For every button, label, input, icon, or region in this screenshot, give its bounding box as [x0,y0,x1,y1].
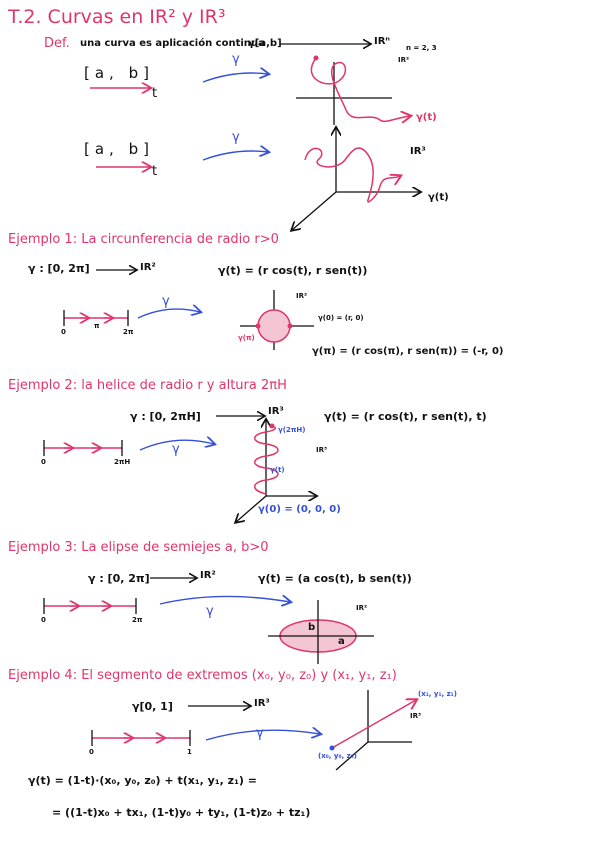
ej3-gamma: γ [206,604,214,619]
ej1-tick-2pi: 2π [123,328,134,336]
ej4-space: IR³ [410,712,422,720]
ej2-map: γ : [0, 2πH] [130,410,201,423]
ej1-heading: Ejemplo 1: La circunferencia de radio r>… [8,232,279,247]
ej3-axis-b: b [308,622,316,633]
def-gamma-1: γ [232,52,240,67]
ej2-formula: γ(t) = (r cos(t), r sen(t), t) [324,410,487,423]
def-y-axis-3d [292,191,337,230]
def-curve-label-1: γ(t) [416,112,437,123]
def-curve-label-2: γ(t) [428,192,449,203]
ej4-end-label: (x₁, y₁, z₁) [418,690,457,698]
ej4-map: γ[0, 1] [132,700,173,713]
ej2-origin-label: γ(0) = (0, 0, 0) [258,504,341,515]
ej4-target: IR³ [254,698,270,709]
page-title: T.2. Curvas en IR² y IR³ [8,6,226,28]
ej2-target: IR³ [268,406,284,417]
ej1-formula-pi: γ(π) = (r cos(π), r sen(π)) = (-r, 0) [312,346,504,357]
def-curve-start-dot [313,55,319,61]
ej1-formula: γ(t) = (r cos(t), r sen(t)) [218,264,368,277]
ej1-point-0: γ(0) = (r, 0) [318,314,364,322]
def-diagram-3d [96,128,420,230]
ej4-tick-0: 0 [89,748,94,756]
ej4-gamma: γ [256,726,264,741]
ej3-formula: γ(t) = (a cos(t), b sen(t)) [258,572,412,585]
def-curve-2d [310,57,410,121]
ej2-gamma-arrow [139,440,214,451]
ej1-gamma: γ [162,294,170,309]
ej1-point-pi: γ(π) [238,334,255,342]
ej4-diagram [91,690,416,771]
ej4-y-axis [335,741,369,771]
ej1-tick-0: 0 [61,328,66,336]
ej2-y-axis [236,495,267,522]
def-param-2: t [152,164,158,179]
ej3-tick-end: 2π [132,616,143,624]
def-param-1: t [152,86,158,101]
ej4-tick-1: 1 [187,748,192,756]
ej1-target: IR² [140,262,156,273]
ej3-heading: Ejemplo 3: La elipse de semiejes a, b>0 [8,540,269,555]
def-gamma-arrow-1 [202,73,268,83]
ej1-circle [257,309,291,343]
ej3-plane: IR² [356,604,368,612]
def-n-values: n = 2, 3 [406,44,437,52]
ej2-heading: Ejemplo 2: la helice de radio r y altura… [8,378,287,393]
ej3-target: IR² [200,570,216,581]
ej4-formula: γ(t) = (1-t)·(x₀, y₀, z₀) + t(x₁, y₁, z₁… [28,774,257,787]
def-interval-2: [a, b] [84,140,154,158]
def-sub-r2: IR² [398,56,410,64]
def-curve-3d [304,147,400,203]
def-gamma-arrow-2 [202,151,268,161]
ej2-top-label: γ(2πH) [278,426,306,434]
ej1-diagram [63,270,314,350]
ej1-gamma-arrow [137,309,200,319]
ej4-heading: Ejemplo 4: El segmento de extremos (x₀, … [8,668,397,683]
def-target: IRⁿ [374,36,390,47]
def-text: una curva es aplicación continua [80,38,265,49]
ej2-mid-label: γ(t) [270,466,285,474]
def-gamma-2: γ [232,130,240,145]
ej2-diagram [43,416,316,522]
ej4-gamma-arrow [205,730,320,741]
ej3-gamma-arrow [159,596,290,604]
ej3-diagram [43,578,374,664]
ej4-segment [331,700,416,749]
ej2-space: IR³ [316,446,328,454]
ej1-map: γ : [0, 2π] [28,262,90,275]
ej2-tick-0: 0 [41,458,46,466]
ej1-plane: IR² [296,292,308,300]
def-map: γ[a,b] [248,38,282,49]
def-diagram-2d [90,44,410,125]
ej3-tick-0: 0 [41,616,46,624]
ej3-axis-a: a [338,636,345,647]
ej1-tick-pi: π [94,322,100,330]
ej3-map: γ : [0, 2π] [88,572,150,585]
ej2-helix [254,425,279,495]
ej2-tick-end: 2πH [114,458,131,466]
def-sub-r3: IR³ [410,146,426,157]
ej4-start-label: (x₀, y₀, z₀) [318,752,357,760]
ej2-gamma: γ [172,442,180,457]
ej4-formula-expanded: = ((1-t)x₀ + tx₁, (1-t)y₀ + ty₁, (1-t)z₀… [52,806,311,819]
def-label: Def. [44,36,70,51]
def-interval-1: [a, b] [84,64,154,82]
